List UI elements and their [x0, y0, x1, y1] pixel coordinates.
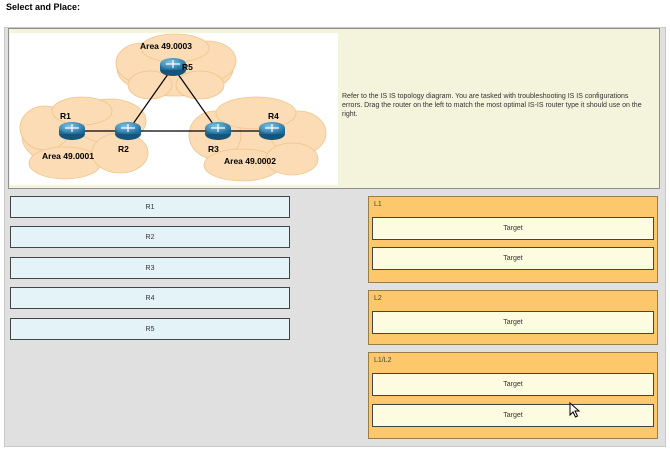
router-r1-icon: [59, 122, 85, 140]
source-router-r4[interactable]: R4: [10, 287, 290, 309]
mouse-cursor-icon: [569, 402, 581, 418]
target-label: Target: [503, 319, 523, 326]
area-1-label: Area 49.0001: [42, 151, 94, 161]
router-r5-label: R5: [182, 62, 193, 72]
source-router-r3[interactable]: R3: [10, 257, 290, 279]
router-r2-icon: [115, 122, 141, 140]
target-label: Target: [503, 255, 523, 262]
instructions-text: Refer to the IS IS topology diagram. You…: [342, 93, 642, 118]
drop-target-l1l2-2[interactable]: Target: [372, 404, 654, 427]
source-label: R3: [145, 264, 155, 272]
drop-target-l1-1[interactable]: Target: [372, 217, 654, 240]
topology-diagram: Area 49.0003 R5 R1 R2 R3 R4 Area 49.0001…: [10, 33, 338, 185]
group-label: L2: [374, 295, 382, 302]
drop-target-l1-2[interactable]: Target: [372, 247, 654, 270]
source-label: R1: [145, 203, 155, 211]
source-router-r1[interactable]: R1: [10, 196, 290, 218]
router-r4-icon: [259, 122, 285, 140]
links: [72, 66, 272, 132]
source-label: R5: [145, 325, 155, 333]
group-l1-l2: L1/L2 Target Target: [368, 352, 658, 439]
target-label: Target: [503, 412, 523, 419]
source-label: R4: [145, 294, 155, 302]
target-label: Target: [503, 381, 523, 388]
router-r3-label: R3: [208, 144, 219, 154]
group-label: L1: [374, 201, 382, 208]
area-2-label: Area 49.0002: [224, 156, 276, 166]
group-label: L1/L2: [374, 357, 392, 364]
router-r5-icon: [160, 58, 186, 76]
router-r3-icon: [205, 122, 231, 140]
source-router-r5[interactable]: R5: [10, 318, 290, 340]
cloud-area-1: [19, 96, 149, 180]
group-l2: L2 Target: [368, 290, 658, 345]
source-label: R2: [145, 233, 155, 241]
drop-target-l2-1[interactable]: Target: [372, 311, 654, 334]
source-router-r2[interactable]: R2: [10, 226, 290, 248]
topology-svg: Area 49.0003 R5 R1 R2 R3 R4 Area 49.0001…: [19, 33, 327, 182]
group-l1: L1 Target Target: [368, 196, 658, 283]
router-r4-label: R4: [268, 111, 279, 121]
page-title: Select and Place:: [6, 2, 81, 12]
cloud-area-2: [188, 96, 327, 182]
router-r1-label: R1: [60, 111, 71, 121]
drop-target-l1l2-1[interactable]: Target: [372, 373, 654, 396]
area-3-label: Area 49.0003: [140, 41, 192, 51]
exhibit-panel: Area 49.0003 R5 R1 R2 R3 R4 Area 49.0001…: [8, 28, 660, 189]
target-label: Target: [503, 225, 523, 232]
router-r2-label: R2: [118, 144, 129, 154]
